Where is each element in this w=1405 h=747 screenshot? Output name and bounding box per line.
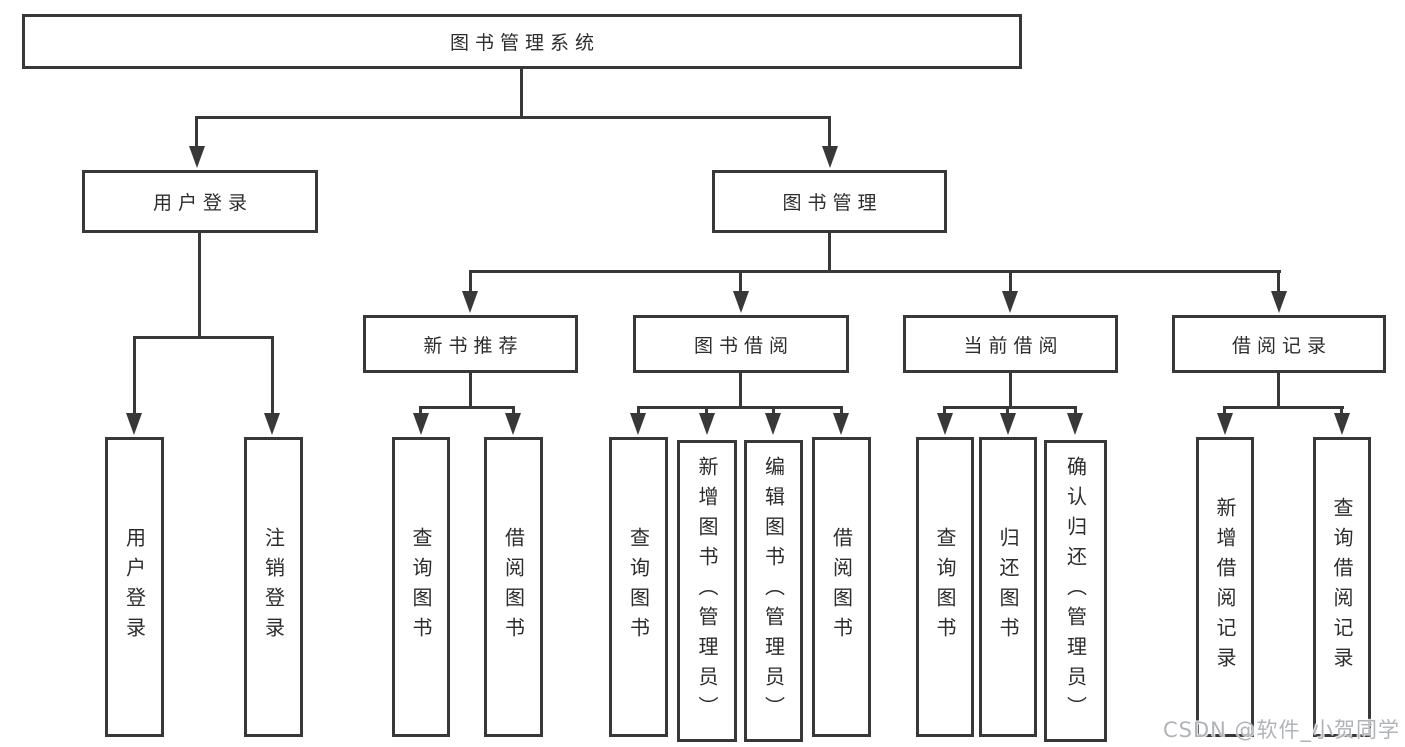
connector-book-mgmt-stem xyxy=(828,233,831,272)
node-nbr-query-books: 查询图书 xyxy=(392,437,450,737)
node-nbr-borrow-books: 借阅图书 xyxy=(484,437,543,737)
arrowhead-icon xyxy=(765,413,781,435)
node-book-borrow: 图书借阅 xyxy=(633,315,849,373)
connector-to-user-login xyxy=(195,116,198,146)
connector-to-user-login-action xyxy=(133,336,136,413)
arrowhead-icon xyxy=(505,413,521,435)
connector-to-nbr-query xyxy=(419,406,422,415)
node-bb-edit-books: 编辑图书（管理员） xyxy=(744,440,803,742)
connector-current-borrow-stem xyxy=(1009,373,1012,409)
connector-root-stem xyxy=(520,69,523,118)
node-logout-action: 注销登录 xyxy=(244,437,303,737)
connector-new-book-rec-stem xyxy=(469,373,472,409)
arrowhead-icon xyxy=(1000,413,1016,435)
arrowhead-icon xyxy=(1002,291,1018,313)
arrowhead-icon xyxy=(822,146,838,168)
node-bb-borrow-books: 借阅图书 xyxy=(812,437,871,737)
arrowhead-icon xyxy=(630,413,646,435)
connector-book-borrow-stem xyxy=(739,373,742,409)
connector-to-new-book-rec xyxy=(469,270,472,293)
connector-book-mgmt-rail xyxy=(469,270,1281,273)
connector-to-bb-borrow xyxy=(840,406,843,415)
connector-to-book-mgmt xyxy=(828,116,831,146)
connector-to-current-borrow xyxy=(1009,270,1012,293)
connector-to-cb-return xyxy=(1006,406,1009,415)
connector-to-br-add xyxy=(1223,406,1226,415)
node-user-login-action: 用户登录 xyxy=(105,437,164,737)
node-br-add-record: 新增借阅记录 xyxy=(1196,437,1254,737)
node-root: 图书管理系统 xyxy=(22,14,1022,69)
node-user-login: 用户登录 xyxy=(82,170,318,233)
node-cb-return-books: 归还图书 xyxy=(979,437,1037,737)
connector-to-cb-confirm xyxy=(1074,406,1077,415)
node-cb-confirm-return: 确认归还（管理员） xyxy=(1044,440,1107,742)
arrowhead-icon xyxy=(1067,413,1083,435)
arrowhead-icon xyxy=(833,413,849,435)
node-bb-add-books: 新增图书（管理员） xyxy=(677,440,737,742)
csdn-watermark: CSDN @软件_小贺同学 xyxy=(1163,718,1401,742)
arrowhead-icon xyxy=(937,413,953,435)
connector-to-borrow-records xyxy=(1277,270,1280,293)
connector-book-borrow-rail xyxy=(637,406,843,409)
connector-new-book-rec-rail xyxy=(419,406,515,409)
connector-user-login-stem xyxy=(198,233,201,339)
connector-to-cb-query xyxy=(943,406,946,415)
arrowhead-icon xyxy=(733,291,749,313)
arrowhead-icon xyxy=(413,413,429,435)
arrowhead-icon xyxy=(1217,413,1233,435)
arrowhead-icon xyxy=(1271,291,1287,313)
connector-to-logout-action xyxy=(271,336,274,413)
node-borrow-records: 借阅记录 xyxy=(1172,315,1386,373)
arrowhead-icon xyxy=(1334,413,1350,435)
node-bb-query-books: 查询图书 xyxy=(609,437,668,737)
node-br-query-record: 查询借阅记录 xyxy=(1313,437,1371,737)
node-cb-query-books: 查询图书 xyxy=(916,437,974,737)
connector-borrow-records-rail xyxy=(1223,406,1344,409)
node-new-book-rec: 新书推荐 xyxy=(363,315,578,373)
connector-root-rail xyxy=(197,116,830,119)
connector-to-bb-query xyxy=(637,406,640,415)
arrowhead-icon xyxy=(189,146,205,168)
connector-to-book-borrow xyxy=(739,270,742,293)
node-current-borrow: 当前借阅 xyxy=(903,315,1118,373)
connector-user-login-rail xyxy=(133,336,273,339)
connector-to-nbr-borrow xyxy=(512,406,515,415)
connector-to-br-query xyxy=(1340,406,1343,415)
arrowhead-icon xyxy=(126,413,142,435)
arrowhead-icon xyxy=(264,413,280,435)
connector-borrow-records-stem xyxy=(1277,373,1280,409)
connector-to-bb-add xyxy=(705,406,708,415)
arrowhead-icon xyxy=(699,413,715,435)
connector-current-borrow-rail xyxy=(943,406,1077,409)
arrowhead-icon xyxy=(462,291,478,313)
node-book-mgmt: 图书管理 xyxy=(712,170,947,233)
connector-to-bb-edit xyxy=(772,406,775,415)
